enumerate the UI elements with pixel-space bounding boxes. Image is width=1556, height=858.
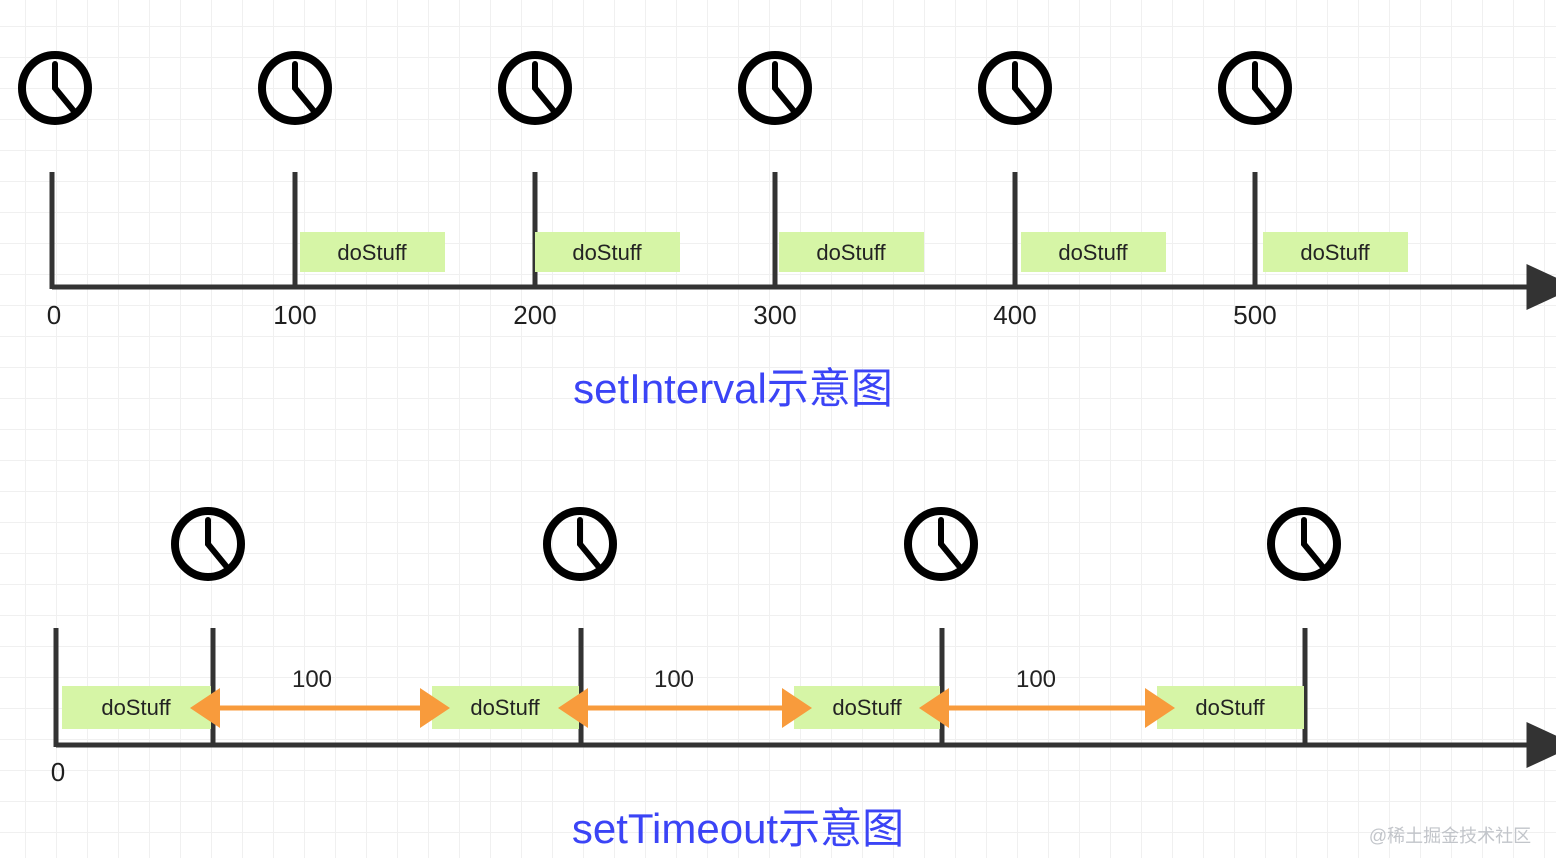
clock-icon [258, 51, 332, 125]
task-bar-label: doStuff [572, 240, 642, 265]
clock-icon [1218, 51, 1292, 125]
clock-icon [543, 507, 617, 581]
task-bar [535, 232, 680, 272]
task-bar-label: doStuff [337, 240, 407, 265]
clock-icon [498, 51, 572, 125]
axis-origin-label: 0 [50, 757, 66, 787]
watermark-label: @稀土掘金技术社区 [1368, 826, 1532, 846]
task-bar [794, 686, 940, 729]
set-interval-title: setInterval示意图 [573, 365, 893, 412]
task-bar [1263, 232, 1408, 272]
task-bar-label: doStuff [1300, 240, 1370, 265]
gap-duration-label: 100 [653, 666, 695, 693]
task-bar-label: doStuff [816, 240, 886, 265]
tick-label-400: 400 [993, 300, 1037, 330]
clock-icon [904, 507, 978, 581]
clock-icon [18, 51, 92, 125]
task-bar-label: doStuff [470, 695, 540, 720]
clock-icon [978, 51, 1052, 125]
clock-icon [171, 507, 245, 581]
clock-icon [1267, 507, 1341, 581]
tick-label-300: 300 [753, 300, 797, 330]
task-bar-label: doStuff [1058, 240, 1128, 265]
gap-duration-label: 100 [291, 666, 333, 693]
set-timeout-diagram [53, 507, 1556, 768]
task-bar-label: doStuff [101, 695, 171, 720]
tick-label-200: 200 [513, 300, 557, 330]
task-bar-label: doStuff [832, 695, 902, 720]
axis-origin-label: 0 [46, 300, 62, 330]
set-interval-diagram [18, 51, 1556, 310]
task-bar [1157, 686, 1304, 729]
task-bar [432, 686, 579, 729]
task-bar-label: doStuff [1195, 695, 1265, 720]
tick-label-100: 100 [273, 300, 317, 330]
tick-label-500: 500 [1233, 300, 1277, 330]
task-bar [300, 232, 445, 272]
set-timeout-title: setTimeout示意图 [571, 805, 905, 852]
clock-icon [738, 51, 812, 125]
task-bar [62, 686, 211, 729]
gap-duration-label: 100 [1015, 666, 1057, 693]
task-bar [1021, 232, 1166, 272]
task-bar [779, 232, 924, 272]
